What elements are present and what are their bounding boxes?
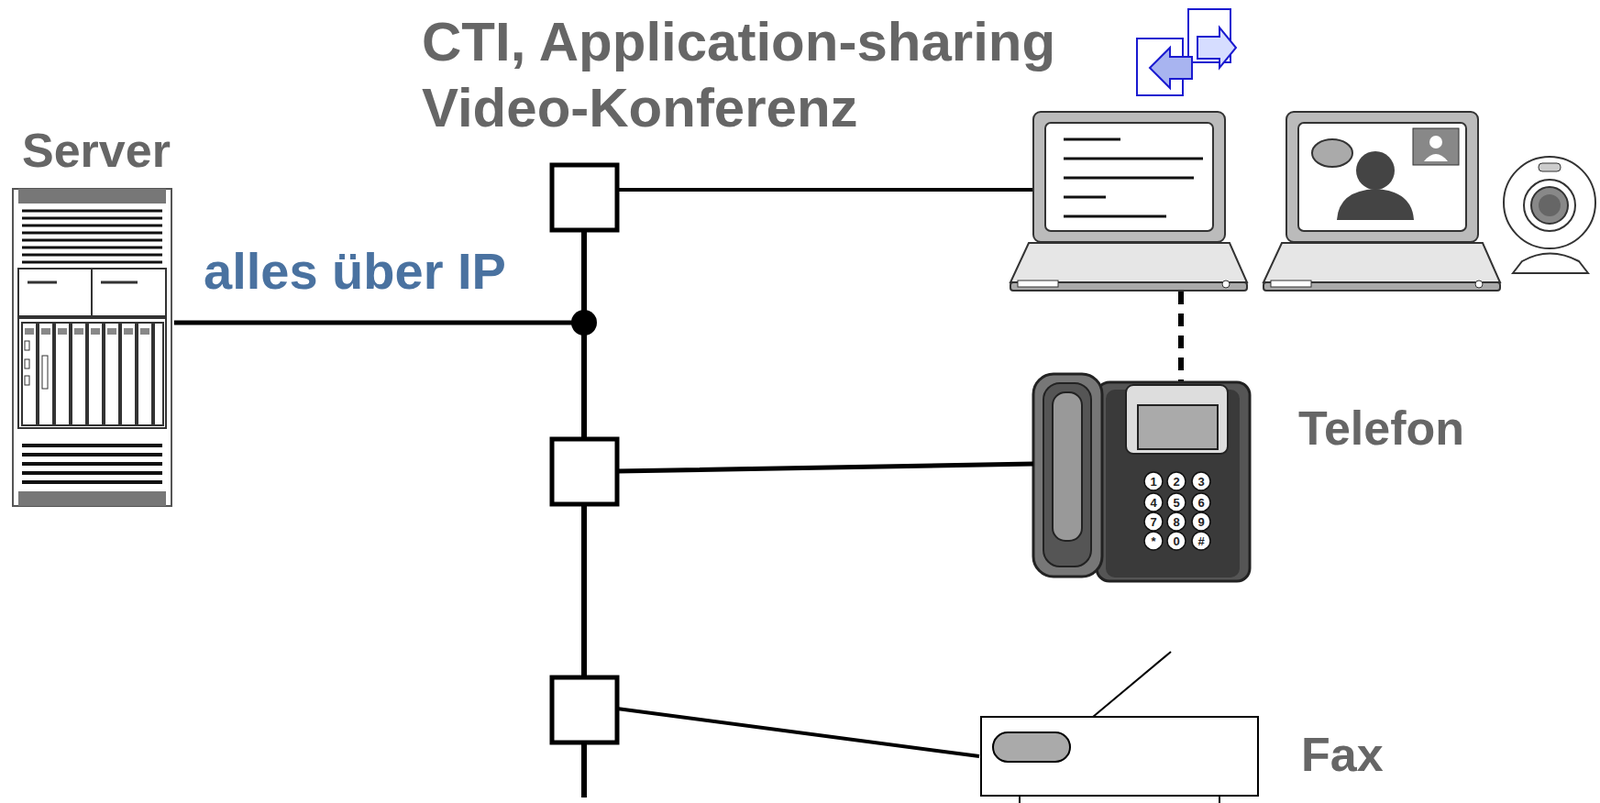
key-button bbox=[1167, 531, 1186, 551]
keypad-key: 8 bbox=[1172, 516, 1180, 529]
keypad-key: 5 bbox=[1172, 496, 1180, 509]
keypad-key: * bbox=[1150, 535, 1156, 548]
keypad-key: 7 bbox=[1149, 516, 1157, 529]
phone-node: Telefon bbox=[1033, 371, 1468, 585]
key-button bbox=[1191, 493, 1211, 512]
key-button bbox=[1167, 472, 1186, 491]
node-label: Telefon bbox=[1298, 400, 1465, 456]
keypad-key: # bbox=[1197, 535, 1204, 548]
switch-port bbox=[551, 165, 618, 231]
keypad-key: 9 bbox=[1197, 516, 1204, 529]
sharing-icon bbox=[1136, 9, 1236, 96]
title: CTI, Application-sharing Video-Konferenz bbox=[421, 9, 1119, 142]
key-button bbox=[1191, 472, 1211, 491]
key-button bbox=[1144, 472, 1163, 491]
fax-node: Fax bbox=[979, 710, 1388, 801]
junction-dot bbox=[571, 309, 597, 336]
laptop-video bbox=[1263, 111, 1501, 291]
key-button bbox=[1144, 493, 1163, 512]
key-button bbox=[1191, 512, 1211, 531]
network-link bbox=[174, 322, 980, 757]
key-button bbox=[1167, 512, 1186, 531]
key-button bbox=[1144, 531, 1163, 551]
webcam bbox=[1503, 156, 1596, 274]
keypad-key: 2 bbox=[1172, 475, 1180, 488]
key-button bbox=[1167, 493, 1186, 512]
node-label: Fax bbox=[1301, 727, 1384, 783]
switch-port bbox=[551, 439, 618, 505]
node-label: Server bbox=[22, 122, 171, 178]
laptop-wire bbox=[617, 187, 1034, 192]
server-rack bbox=[12, 188, 172, 507]
network-label: alles über IP bbox=[203, 245, 507, 298]
fax bbox=[981, 651, 1258, 803]
laptop-cti bbox=[1010, 111, 1247, 291]
keypad-key: 0 bbox=[1172, 535, 1180, 548]
keypad-key: 1 bbox=[1149, 475, 1157, 488]
switch-port bbox=[551, 677, 618, 743]
server-node: Server bbox=[12, 128, 175, 507]
keypad-key: 3 bbox=[1197, 475, 1204, 488]
keypad-key: 4 bbox=[1149, 496, 1157, 509]
cti-link bbox=[1178, 291, 1184, 386]
key-button bbox=[1191, 531, 1211, 551]
keypad-key: 6 bbox=[1197, 496, 1204, 509]
key-button bbox=[1144, 512, 1163, 531]
phone bbox=[1033, 374, 1250, 582]
